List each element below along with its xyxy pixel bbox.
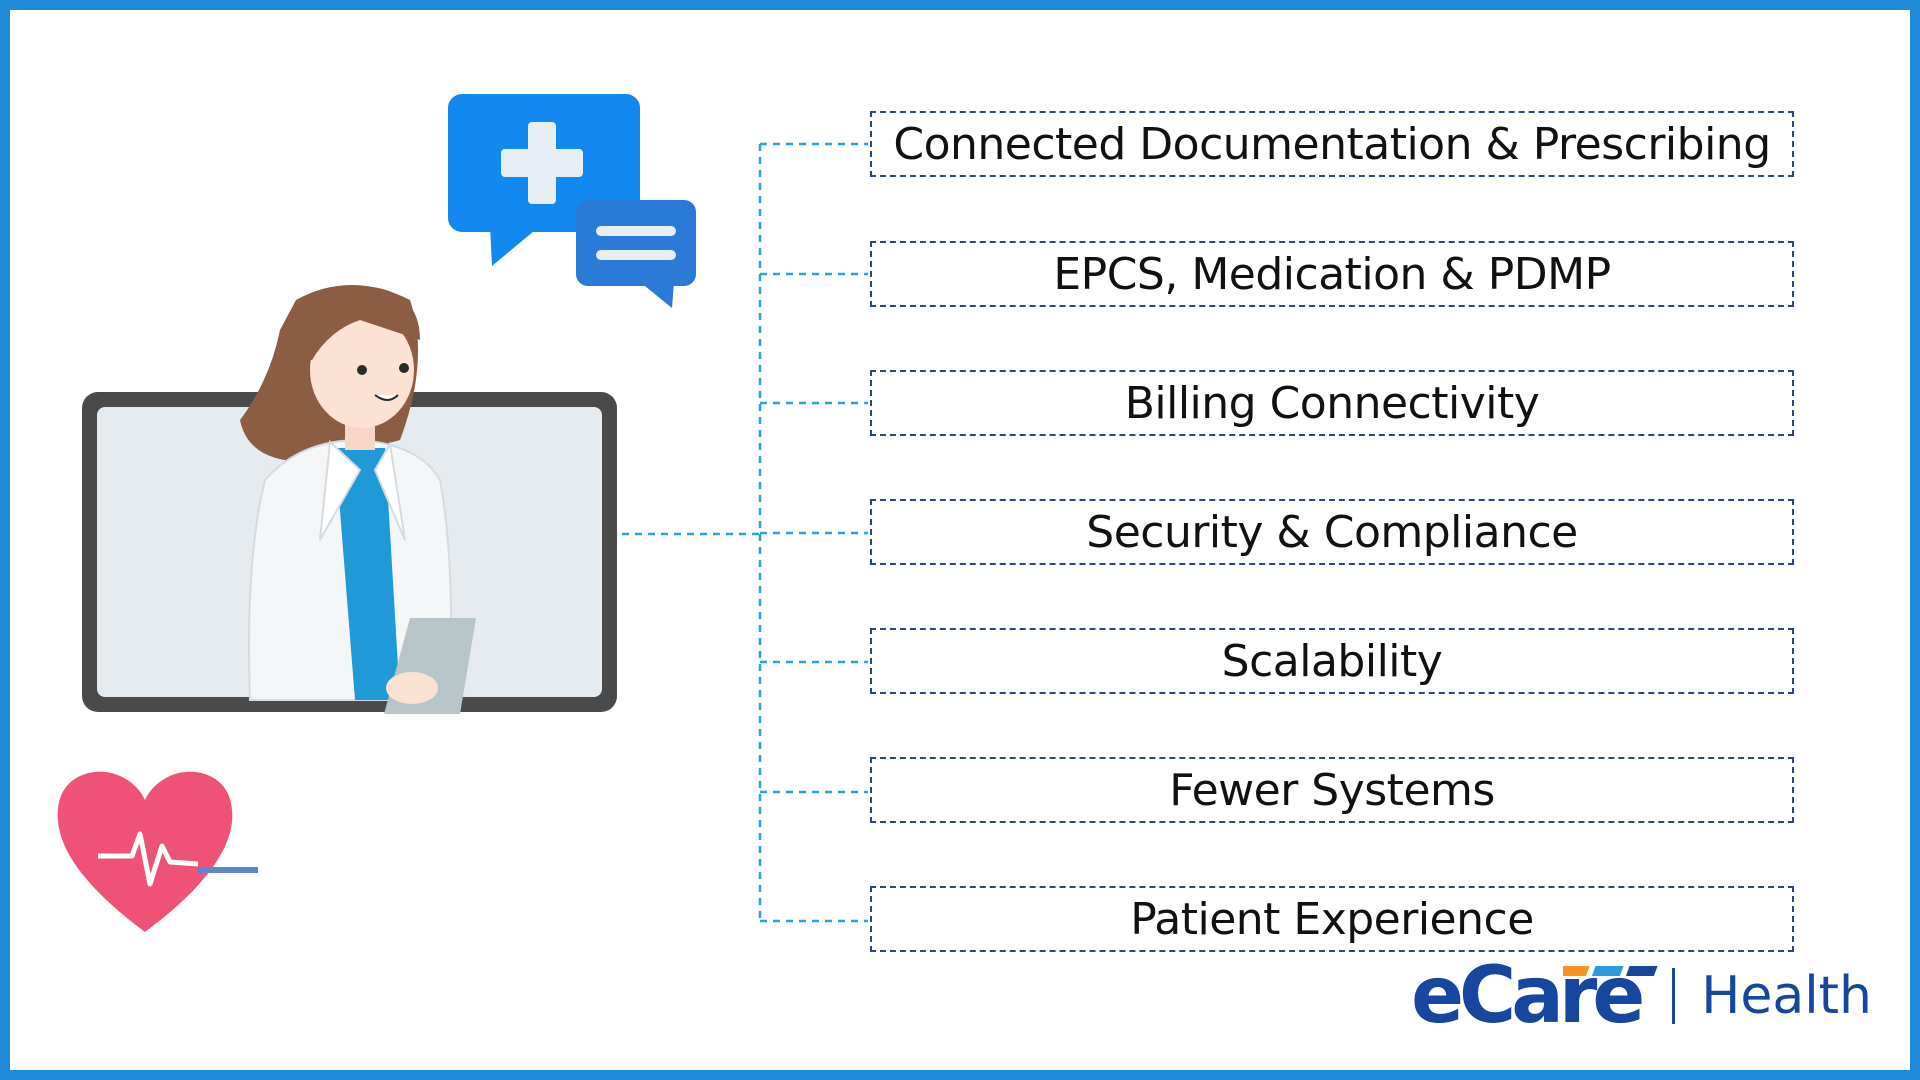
logo-divider — [1672, 968, 1676, 1024]
logo-brand: eCare — [1411, 956, 1658, 1036]
feature-box: EPCS, Medication & PDMP — [870, 241, 1794, 307]
feature-label: Connected Documentation & Prescribing — [893, 118, 1771, 170]
feature-box: Billing Connectivity — [870, 370, 1794, 436]
doctor-illustration — [240, 285, 476, 714]
feature-label: EPCS, Medication & PDMP — [1053, 248, 1611, 300]
feature-label: Security & Compliance — [1086, 506, 1578, 558]
feature-box: Fewer Systems — [870, 757, 1794, 823]
feature-box: Scalability — [870, 628, 1794, 694]
ecare-health-logo: eCare Health — [1411, 956, 1872, 1036]
feature-label: Scalability — [1221, 635, 1443, 687]
feature-label: Fewer Systems — [1169, 764, 1495, 816]
chat-message-icon — [576, 200, 696, 308]
logo-stripes-icon — [1563, 966, 1658, 976]
feature-label: Patient Experience — [1130, 893, 1534, 945]
feature-label: Billing Connectivity — [1124, 377, 1540, 429]
logo-sub-text: Health — [1701, 966, 1872, 1026]
heartbeat-icon — [57, 771, 258, 932]
feature-box: Connected Documentation & Prescribing — [870, 111, 1794, 177]
feature-box: Security & Compliance — [870, 499, 1794, 565]
feature-box: Patient Experience — [870, 886, 1794, 952]
connector-lines — [622, 142, 868, 923]
chat-medical-cross-icon — [448, 94, 640, 266]
